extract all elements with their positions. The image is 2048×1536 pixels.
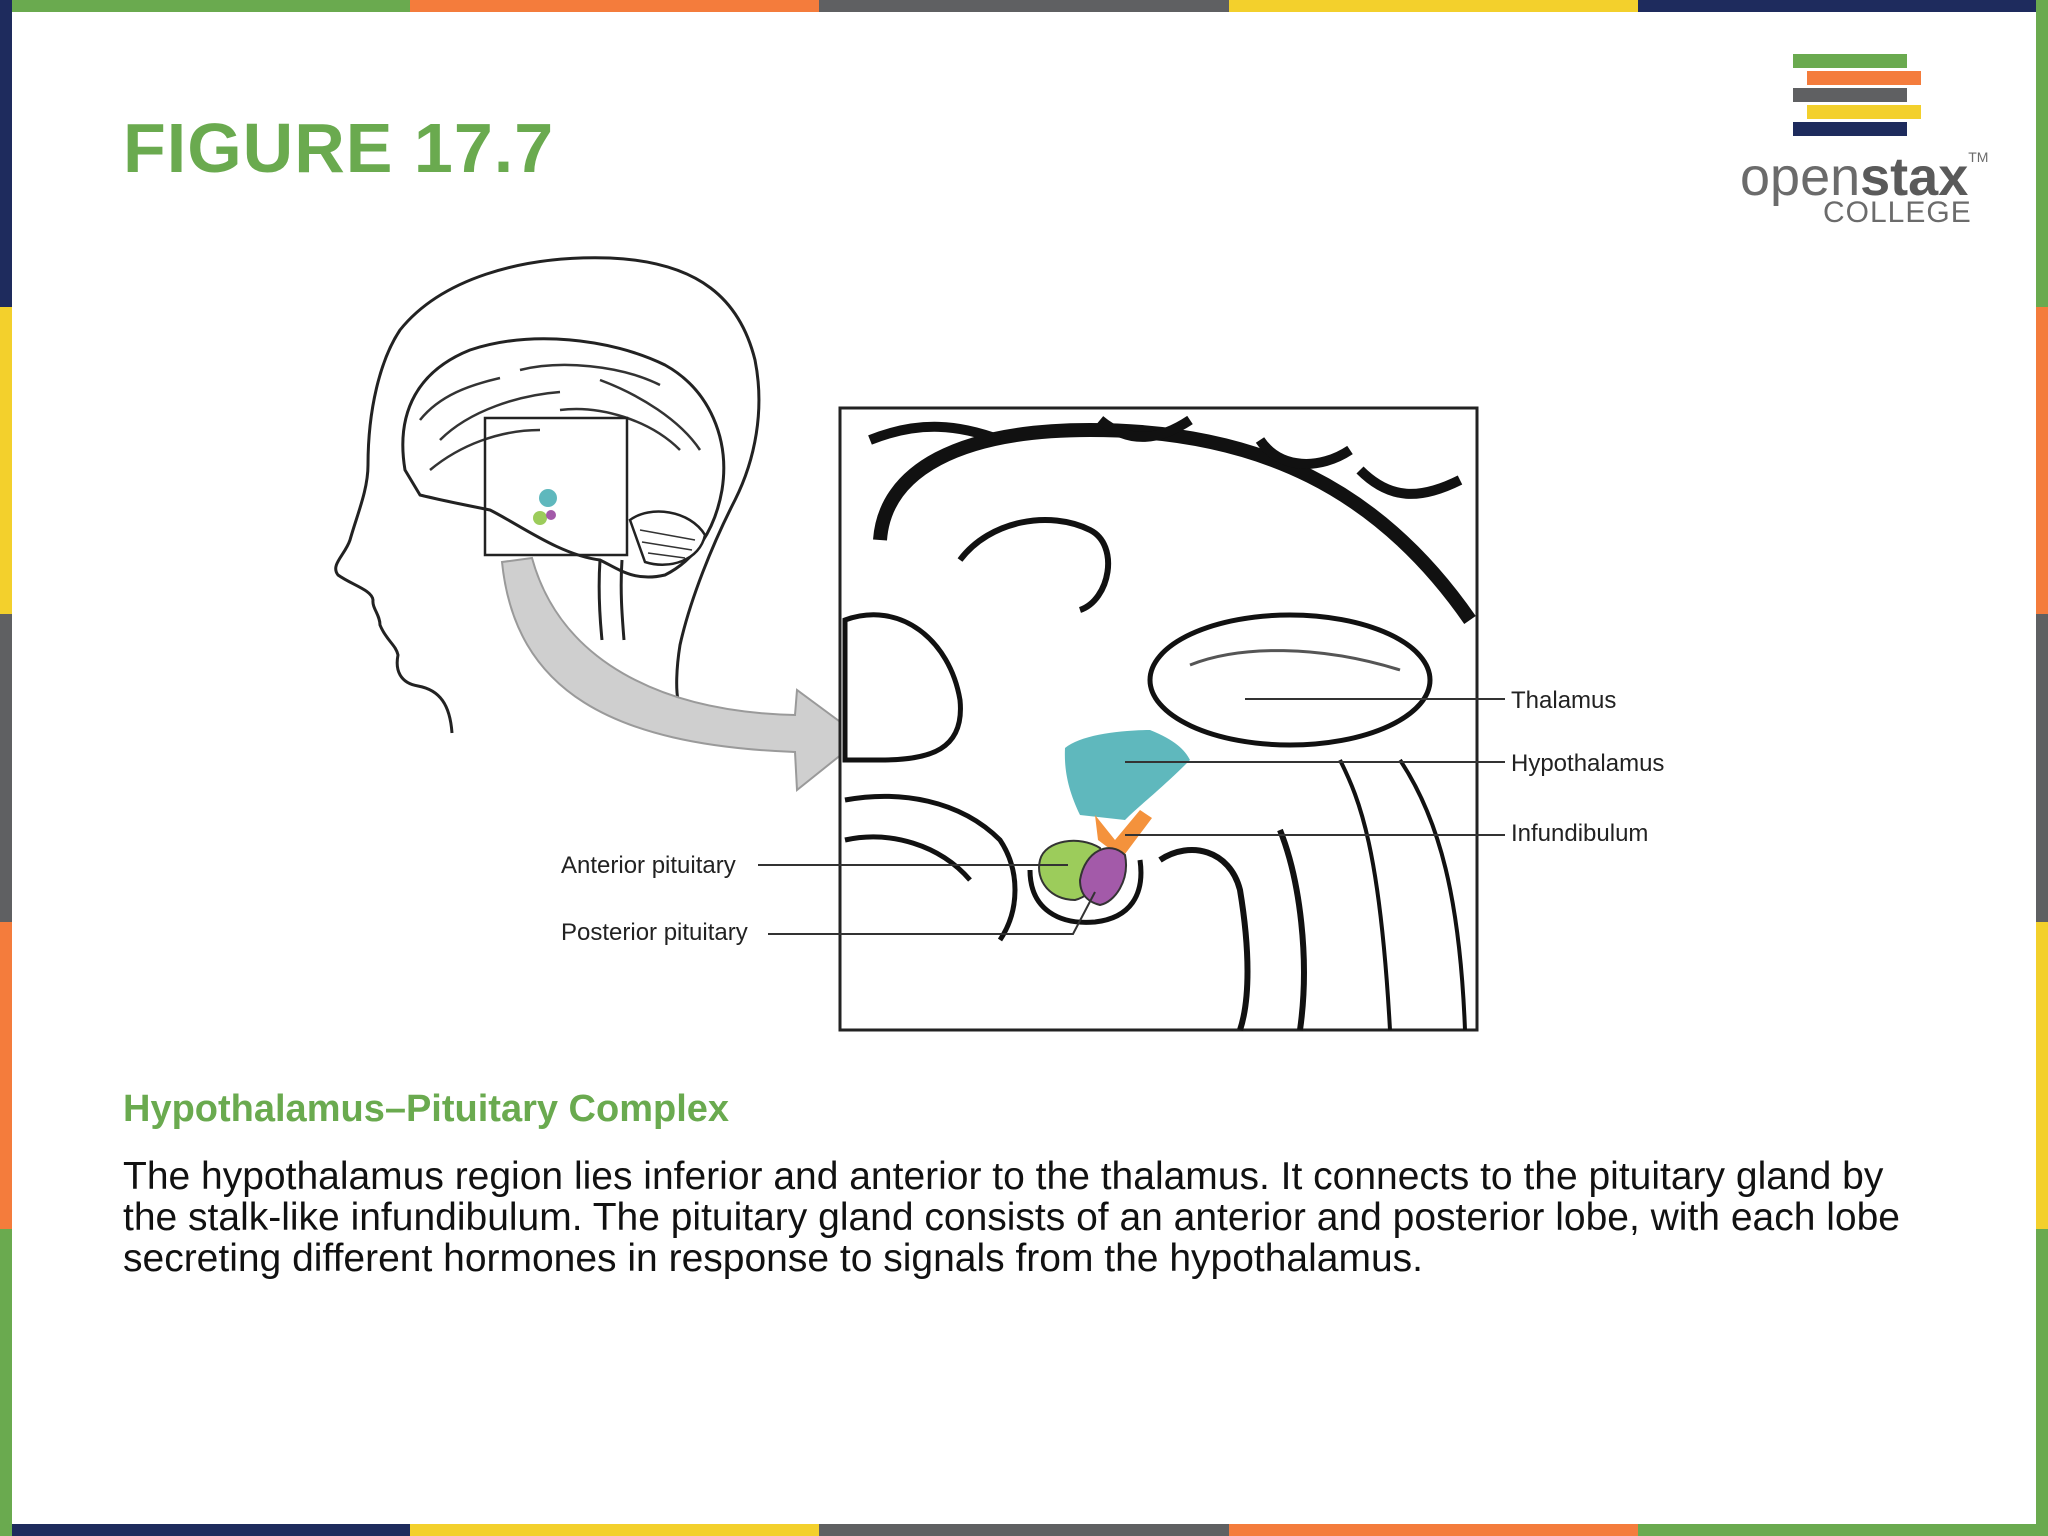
brainstem [597,559,626,641]
midbrain-lines [1338,758,1467,1031]
cerebellum [628,510,707,566]
logo-stripe-navy [1793,122,1907,136]
thalamus-shape [1147,612,1433,748]
sella-outline [1027,859,1144,925]
enlarged-anatomy [842,415,1476,1031]
openstax-logo: openstaxTM COLLEGE [1735,50,1989,230]
lower-structures [844,793,1018,942]
label-infundibulum: Infundibulum [1511,820,1648,847]
mini-hypothalamus [539,489,557,507]
posterior-pituitary-lobe [1078,847,1127,907]
label-hypothalamus: Hypothalamus [1511,750,1664,777]
cortex-folds [868,415,1463,499]
brain-zoom-box [483,416,629,557]
label-anterior-pituitary: Anterior pituitary [561,852,736,879]
brain-folds [419,363,702,471]
corpus-callosum-inner [895,464,1434,654]
zoom-arrow [500,556,864,792]
thalamus-inner-line [1189,649,1401,672]
logo-stripe-green [1793,54,1907,68]
logo-stripe-orange [1807,71,1921,85]
logo-wordmark: openstaxTM [1740,147,1989,207]
posterior-pituitary-leader-line [768,891,1096,935]
anterior-region [842,612,963,763]
brainstem-enlarged [1158,828,1307,1031]
logo-stripe-yellow [1807,105,1921,119]
head-outline [334,256,761,734]
fornix [957,517,1112,613]
infundibulum-stalk [1095,810,1152,858]
figure-title: FIGURE 17.7 [123,109,555,187]
top-color-bar [0,0,2048,12]
label-thalamus: Thalamus [1511,687,1616,714]
right-color-bar [2036,0,2048,1536]
hypothalamus-region [1064,730,1190,820]
left-color-bar [0,0,12,1536]
caption-body: The hypothalamus region lies inferior an… [123,1155,1900,1280]
bottom-color-bar [0,1524,2048,1536]
caption-title: Hypothalamus–Pituitary Complex [123,1088,730,1130]
diagram-svg: Thalamus Hypothalamus Infundibulum Anter… [334,256,1664,1032]
mini-infundibulum [546,510,556,520]
logo-stripe-gray [1793,88,1907,102]
cerebellum-folds [639,529,696,559]
label-posterior-pituitary: Posterior pituitary [561,919,748,946]
mini-pituitary [533,511,547,525]
logo-subtitle: COLLEGE [1823,196,1972,229]
hypothalamus-pituitary-diagram: Thalamus Hypothalamus Infundibulum Anter… [334,256,1664,1032]
